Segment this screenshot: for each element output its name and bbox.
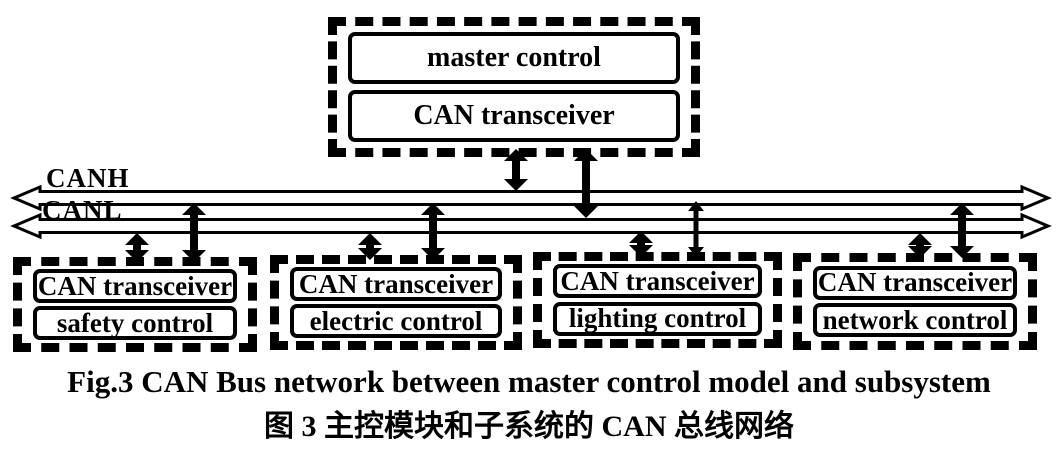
lighting-transceiver-label: CAN transceiver [560, 265, 755, 296]
canl-bus-line [10, 212, 1052, 240]
subsystem-box-safety: CAN transceiver safety control [13, 257, 257, 352]
network-canh-arrow [950, 203, 974, 258]
master-transceiver-label: CAN transceiver [413, 100, 615, 131]
subsystem-box-lighting: CAN transceiver lighting control [533, 252, 782, 348]
lighting-control-label: lighting control [568, 303, 747, 334]
safety-control-label: safety control [56, 307, 214, 338]
network-control-box: network control [813, 303, 1017, 338]
canl-bus-label: CANL [42, 195, 123, 225]
electric-control-label: electric control [309, 305, 483, 336]
electric-transceiver-box: CAN transceiver [290, 267, 502, 301]
safety-transceiver-box: CAN transceiver [33, 269, 237, 303]
safety-transceiver-label: CAN transceiver [37, 270, 233, 301]
safety-canh-arrow [182, 203, 206, 262]
master-canl-arrow [574, 149, 598, 218]
network-control-label: network control [822, 304, 1008, 335]
master-control-box: master control [348, 32, 680, 84]
electric-canh-arrow [421, 203, 445, 260]
master-control-label: master control [427, 42, 601, 73]
canh-bus-line [10, 184, 1052, 212]
network-transceiver-box: CAN transceiver [813, 265, 1017, 300]
electric-control-box: electric control [290, 304, 502, 338]
caption-english: Fig.3 CAN Bus network between master con… [67, 364, 991, 399]
lighting-transceiver-box: CAN transceiver [553, 264, 762, 299]
master-transceiver-box: CAN transceiver [348, 90, 680, 142]
network-transceiver-label: CAN transceiver [817, 267, 1013, 298]
subsystem-box-network: CAN transceiver network control [793, 253, 1037, 350]
caption-chinese: 图 3 主控模块和子系统的 CAN 总线网络 [264, 410, 794, 443]
safety-control-box: safety control [33, 306, 237, 340]
lighting-canh-arrow [688, 201, 704, 257]
lighting-control-box: lighting control [553, 301, 762, 336]
subsystem-box-electric: CAN transceiver electric control [270, 255, 522, 350]
master-module-box: master control CAN transceiver [328, 17, 700, 157]
electric-transceiver-label: CAN transceiver [298, 268, 494, 299]
canh-bus-label: CANH [46, 163, 130, 193]
